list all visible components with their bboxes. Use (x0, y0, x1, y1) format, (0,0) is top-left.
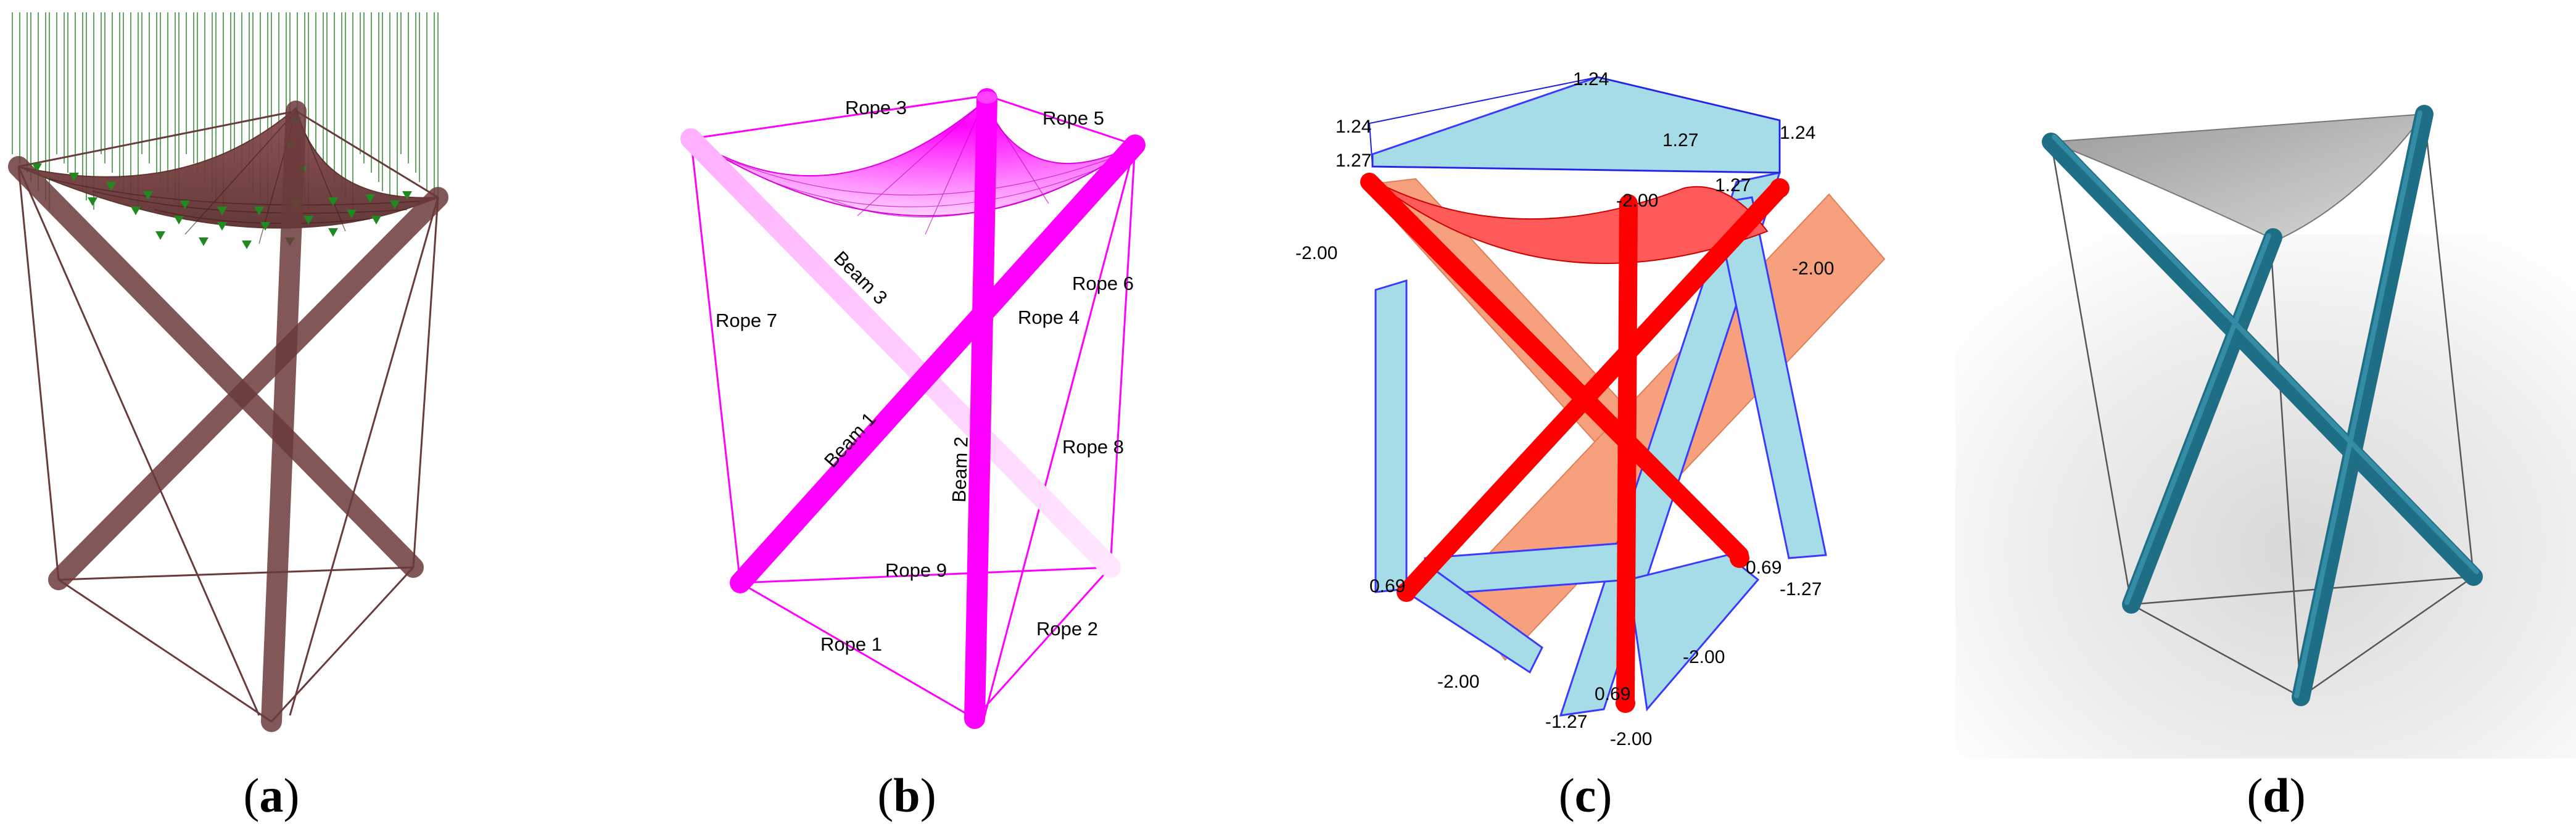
load-arrow-head (155, 231, 165, 240)
membrane-a (18, 107, 439, 229)
membrane-d (2050, 113, 2426, 242)
beam-highlights-d (2052, 110, 2479, 698)
load-arrow-head (371, 216, 381, 224)
member-caps-c (1397, 178, 1790, 713)
load-arrow-head (88, 197, 97, 206)
caption-a: (a) (179, 768, 364, 823)
caption-c-letter: c (1574, 768, 1596, 822)
beams-d (2042, 105, 2483, 706)
top-triangle (1368, 76, 1780, 174)
label-rope-4: Rope 4 (1018, 307, 1080, 328)
load-arrow-head (106, 182, 116, 191)
beam-2-top-cap (977, 91, 997, 104)
caption-d-letter: d (2263, 768, 2290, 822)
beam-1 (730, 134, 1146, 593)
caption-b-close: ) (920, 768, 936, 822)
value-center-neg200: -2.00 (1616, 191, 1658, 211)
caption-d-open: ( (2247, 768, 2263, 822)
caption-d-close: ) (2289, 768, 2306, 822)
value-bottom-neg200: -2.00 (1610, 729, 1652, 749)
load-arrow-head (347, 210, 357, 218)
load-arrow-head (303, 216, 313, 224)
beams-a (8, 101, 448, 732)
label-rope-5: Rope 5 (1042, 107, 1104, 129)
panel-d-diagram (1955, 105, 2576, 759)
caption-b-open: ( (877, 768, 894, 822)
load-arrow-head (143, 191, 153, 200)
load-arrow-head (217, 207, 227, 215)
value-right-069: 0.69 (1746, 558, 1781, 578)
caption-c-open: ( (1558, 768, 1575, 822)
panel-a-diagram (8, 12, 448, 732)
value-right-neg200: -2.00 (1792, 258, 1834, 279)
value-bottom-069: 0.69 (1595, 684, 1630, 704)
value-top-right: 1.24 (1780, 123, 1815, 143)
caption-d: (d) (2184, 768, 2369, 823)
load-arrow-head (217, 222, 227, 231)
value-center-127: 1.27 (1662, 130, 1698, 150)
ropes-a (17, 110, 439, 723)
value-left-neg200: -2.00 (1295, 243, 1337, 263)
load-arrow-head (199, 237, 208, 246)
value-lower-left-neg200: -2.00 (1437, 672, 1479, 692)
label-rope-3: Rope 3 (845, 97, 907, 118)
render-backdrop-d (1955, 234, 2576, 759)
caption-b-letter: b (893, 768, 920, 822)
value-top-left: 1.24 (1335, 117, 1371, 137)
load-arrow-head (328, 197, 338, 206)
load-arrow-head (180, 200, 190, 209)
ropes-b (690, 94, 1136, 720)
panel-b: Rope 3 Rope 5 Rope 6 Rope 4 Rope 7 Rope … (648, 0, 1203, 840)
label-rope-6: Rope 6 (1072, 273, 1134, 294)
load-arrow-head (69, 173, 79, 181)
load-arrow-heads (32, 117, 412, 249)
panel-b-diagram: Rope 3 Rope 5 Rope 6 Rope 4 Rope 7 Rope … (680, 88, 1146, 729)
label-rope-7: Rope 7 (716, 310, 777, 331)
value-left-069: 0.69 (1369, 576, 1405, 596)
value-bottom-neg127: -1.27 (1545, 712, 1587, 732)
load-arrow-head (242, 241, 252, 249)
beam-2 (964, 88, 997, 729)
load-arrow-head (32, 163, 42, 172)
caption-c-close: ) (1596, 768, 1612, 822)
load-arrow-head (260, 222, 270, 231)
value-right-neg127: -1.27 (1780, 579, 1822, 599)
label-beam-2: Beam 2 (948, 436, 972, 503)
load-arrow-head (131, 207, 141, 215)
members-c (1360, 173, 1789, 712)
load-arrow-head (390, 200, 400, 209)
caption-a-letter: a (259, 768, 284, 822)
panel-d: (d) (1955, 0, 2576, 840)
value-top-mid: 1.24 (1573, 69, 1609, 89)
label-rope-8: Rope 8 (1062, 436, 1124, 458)
value-left-127: 1.27 (1335, 150, 1371, 171)
caption-c: (c) (1493, 768, 1678, 823)
ropes-d (2050, 113, 2475, 698)
load-arrow-head (402, 191, 412, 200)
panel-a: (a) (0, 0, 469, 840)
tension-bands (1371, 76, 1827, 717)
load-arrow-head (328, 228, 338, 237)
value-right-127: 1.27 (1715, 175, 1751, 196)
label-rope-9: Rope 9 (885, 559, 947, 581)
caption-b: (b) (814, 768, 999, 823)
beam-3 (680, 128, 1121, 578)
caption-a-open: ( (243, 768, 260, 822)
load-arrow-head (254, 207, 264, 215)
panel-c-diagram: 1.24 1.24 1.24 1.27 1.27 1.27 -2.00 -2.0… (1295, 69, 1886, 749)
membrane-c (1375, 181, 1769, 264)
panel-c: 1.24 1.24 1.24 1.27 1.27 1.27 -2.00 -2.0… (1283, 0, 1900, 840)
load-arrow-head (365, 194, 375, 203)
load-arrow-head (174, 216, 184, 224)
label-rope-1: Rope 1 (820, 633, 882, 655)
membrane-b (690, 101, 1136, 217)
label-rope-2: Rope 2 (1036, 618, 1098, 640)
value-lower-right-neg200: -2.00 (1683, 647, 1725, 667)
caption-a-close: ) (283, 768, 300, 822)
